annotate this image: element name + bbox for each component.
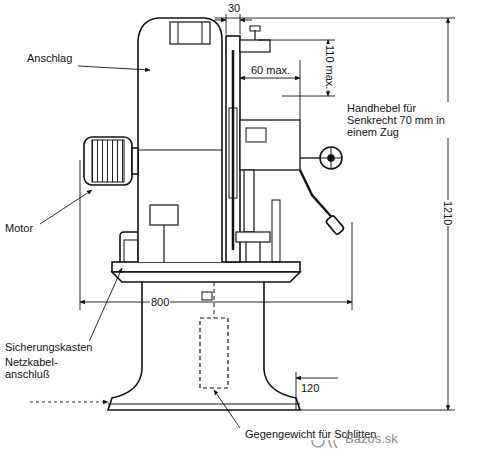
dimension-value: 110 max. [324, 44, 336, 90]
dimension-value: 60 max. [250, 64, 291, 76]
part-name: Anschlag [26, 52, 73, 64]
dimension-value: 800 [150, 296, 170, 308]
dimension-value: 120 [300, 382, 320, 394]
watermark: Bazos.sk [344, 433, 399, 445]
dimension-value: 30 [227, 2, 241, 14]
part-name: Sicherungskasten [4, 341, 93, 353]
part-name: Netzkabel- anschluß [4, 356, 68, 380]
part-name: Handhebel für Senkrecht 70 mm in einem Z… [346, 102, 460, 138]
part-name: Motor [4, 222, 34, 234]
dimension-value: 1210 [442, 200, 454, 226]
